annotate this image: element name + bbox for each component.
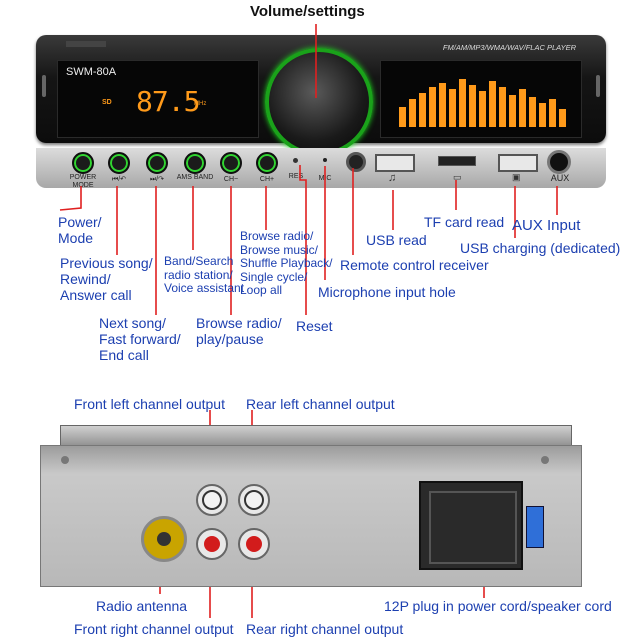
aux-jack[interactable]: [547, 150, 571, 174]
power-button-label: POWER MODE: [69, 174, 97, 189]
next-button[interactable]: [146, 152, 168, 174]
spectrum-display: [380, 60, 582, 138]
rear-right-rca: [238, 528, 270, 560]
usb-charging-label: USB charging (dedicated): [460, 240, 621, 256]
prev-song-label: Previous song/ Rewind/ Answer call: [60, 255, 153, 303]
radio-antenna-label: Radio antenna: [96, 598, 188, 614]
antenna-socket: [141, 516, 187, 562]
browse-play-label: Browse radio/ play/pause: [196, 315, 282, 347]
aux-input-label: AUX Input: [512, 217, 581, 234]
screw: [541, 456, 549, 464]
reset-hole[interactable]: [293, 158, 298, 163]
front-left-rca: [196, 484, 228, 516]
front-right-output-label: Front right channel output: [74, 621, 234, 637]
mic-hole-label: Microphone input hole: [318, 284, 456, 300]
aux-jack-label: AUX: [550, 173, 570, 183]
volume-settings-label: Volume/settings: [250, 3, 365, 20]
fuse: [526, 506, 544, 548]
ams-band-button[interactable]: [184, 152, 206, 174]
plug-12p-label: 12P plug in power cord/speaker cord: [384, 598, 612, 614]
power-button[interactable]: [72, 152, 94, 174]
side-slot-right: [596, 75, 600, 97]
front-right-rca: [196, 528, 228, 560]
next-song-label: Next song/ Fast forward/ End call: [99, 315, 181, 363]
ch-minus-label: CH−: [223, 176, 239, 183]
rear-right-output-label: Rear right channel output: [246, 621, 404, 637]
screw: [61, 456, 69, 464]
ch-minus-button[interactable]: [220, 152, 242, 174]
ir-receiver: [346, 152, 366, 172]
remote-receiver-label: Remote control receiver: [340, 257, 489, 273]
prev-button-label: ⏮/↶: [111, 176, 127, 183]
radio-back-panel: [40, 445, 582, 587]
usb-read-label: USB read: [366, 232, 427, 248]
formats-text: FM/AM/MP3/WMA/WAV/FLAC PLAYER: [442, 43, 576, 52]
model-name: SWM-80A: [66, 66, 117, 78]
band-search-label: Band/Search radio station/ Voice assista…: [164, 254, 245, 295]
battery-icon: ▣: [512, 172, 521, 182]
power-mode-label: Power/ Mode: [58, 214, 102, 246]
spectrum-bars: [399, 79, 566, 127]
rear-left-output-label: Rear left channel output: [246, 396, 395, 412]
browse-music-label: Browse radio/ Browse music/ Shuffle Play…: [240, 229, 333, 297]
ch-plus-button[interactable]: [256, 152, 278, 174]
usb-charge-port[interactable]: [498, 154, 538, 172]
ams-band-label: AMS BAND: [176, 174, 214, 181]
iso-connector: [419, 481, 523, 570]
side-slot-left: [42, 75, 46, 97]
front-left-output-label: Front left channel output: [74, 396, 225, 412]
music-note-icon: ♫: [388, 172, 397, 184]
usb-read-port[interactable]: [375, 154, 415, 172]
lcd-frequency: 87.5: [136, 85, 200, 118]
reset-jack-label: RES: [288, 173, 304, 180]
folder-icon: ▭: [453, 172, 462, 182]
next-button-label: ⏭/↷: [149, 176, 165, 183]
card-slot: [66, 41, 106, 47]
lcd-display: SWM-80A SD 87.5 MHz: [57, 60, 259, 138]
prev-button[interactable]: [108, 152, 130, 174]
lcd-band: SD: [102, 99, 112, 106]
rear-left-rca: [238, 484, 270, 516]
lcd-unit: MHz: [194, 101, 207, 107]
mic-hole: [323, 158, 327, 162]
tf-card-slot[interactable]: [438, 156, 476, 166]
ch-plus-label: CH+: [259, 176, 275, 183]
tf-card-label: TF card read: [424, 214, 505, 230]
reset-label: Reset: [296, 318, 333, 334]
